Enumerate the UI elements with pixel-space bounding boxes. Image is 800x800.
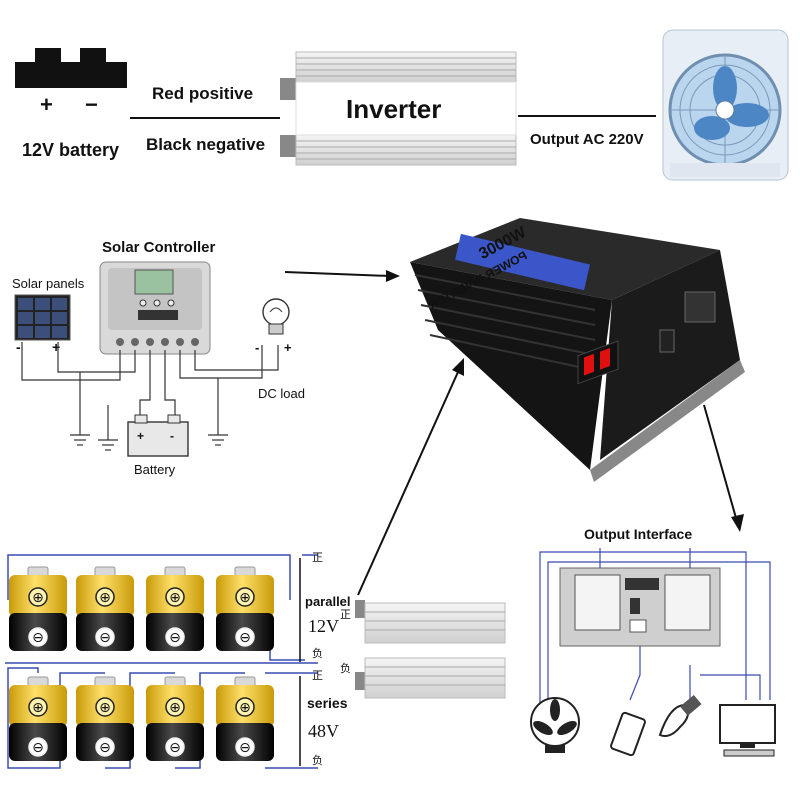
battery-label: Battery (134, 462, 176, 477)
battery-cell-icon: ⊕⊖ (216, 676, 274, 761)
battery-cell-icon: ⊕⊖ (146, 566, 204, 651)
parallel-battery-row: ⊕⊖⊕⊖⊕⊖⊕⊖ (9, 566, 274, 651)
cell-minus-symbol: ⊖ (99, 630, 111, 646)
parallel-neg-char: 负 (312, 646, 323, 660)
solar-controller-icon (99, 261, 211, 355)
battery-cell-icon: ⊕⊖ (76, 676, 134, 761)
parallel-label: parallel (305, 594, 351, 609)
series-battery-row: ⊕⊖⊕⊖⊕⊖⊕⊖ (9, 676, 274, 761)
arrow-from-batteries (357, 358, 464, 596)
desk-fan-icon (530, 697, 580, 753)
cell-plus-symbol: ⊕ (169, 700, 181, 716)
cell-plus-symbol: ⊕ (239, 590, 251, 606)
inverter-bottom-icon (355, 600, 506, 699)
battery-small-icon: + - (127, 414, 189, 457)
cell-minus-symbol: ⊖ (99, 740, 111, 756)
inverter-neg-char: 负 (340, 661, 351, 675)
parallel-voltage: 12V (308, 616, 339, 636)
series-neg-char: 负 (312, 753, 323, 767)
fan-icon (662, 29, 789, 181)
dc-load-label: DC load (258, 386, 305, 401)
solar-panel-icon (14, 294, 71, 341)
output-interface-label: Output Interface (584, 526, 692, 542)
cell-minus-symbol: ⊖ (169, 740, 181, 756)
black-negative-label: Black negative (146, 135, 265, 154)
red-positive-label: Red positive (152, 84, 253, 103)
inverter-pos-char: 正 (340, 609, 351, 621)
bulb-icon (262, 298, 290, 335)
inverter-label: Inverter (346, 94, 441, 124)
battery-cell-icon: ⊕⊖ (146, 676, 204, 761)
phone-icon (610, 711, 646, 757)
arrow-to-output (703, 404, 744, 532)
output-wiring (539, 548, 771, 712)
output-ac-label: Output AC 220V (530, 131, 644, 148)
series-voltage: 48V (308, 721, 339, 741)
battery-cell-icon: ⊕⊖ (76, 566, 134, 651)
battery-minus-label: − (85, 92, 98, 117)
cell-minus-symbol: ⊖ (239, 740, 251, 756)
battery-cell-icon: ⊕⊖ (9, 676, 67, 761)
series-label: series (307, 695, 348, 711)
computer-icon (719, 704, 776, 757)
panel-minus-label: - (16, 339, 21, 355)
cell-minus-symbol: ⊖ (32, 740, 44, 756)
arrow-to-inverter (284, 270, 400, 282)
battery-12v-icon (15, 48, 127, 88)
inverter-device-icon: POWER INVERTER 3000W (410, 218, 745, 482)
cell-plus-symbol: ⊕ (99, 590, 111, 606)
battery-12v-label: 12V battery (22, 140, 119, 160)
solar-wiring (21, 342, 279, 451)
output-panel-icon (559, 567, 721, 647)
panel-plus-label: + (52, 339, 60, 355)
cell-plus-symbol: ⊕ (32, 700, 44, 716)
battery-plus-label: + (40, 92, 53, 117)
svg-text:+: + (137, 429, 144, 443)
series-pos-char: 正 (312, 670, 323, 682)
cell-minus-symbol: ⊖ (239, 630, 251, 646)
svg-text:-: - (170, 429, 174, 443)
inverter-top-icon (280, 51, 517, 166)
battery-cell-icon: ⊕⊖ (216, 566, 274, 651)
cell-plus-symbol: ⊕ (32, 590, 44, 606)
load-minus-label: - (255, 340, 259, 355)
parallel-pos-char: 正 (312, 552, 323, 564)
load-plus-label: + (284, 340, 292, 355)
cell-minus-symbol: ⊖ (32, 630, 44, 646)
cell-plus-symbol: ⊕ (239, 700, 251, 716)
solar-panels-label: Solar panels (12, 276, 85, 291)
cell-plus-symbol: ⊕ (169, 590, 181, 606)
solar-controller-label: Solar Controller (102, 239, 216, 256)
cell-minus-symbol: ⊖ (169, 630, 181, 646)
cfl-bulb-icon (658, 694, 702, 737)
battery-cell-icon: ⊕⊖ (9, 566, 67, 651)
cell-plus-symbol: ⊕ (99, 700, 111, 716)
